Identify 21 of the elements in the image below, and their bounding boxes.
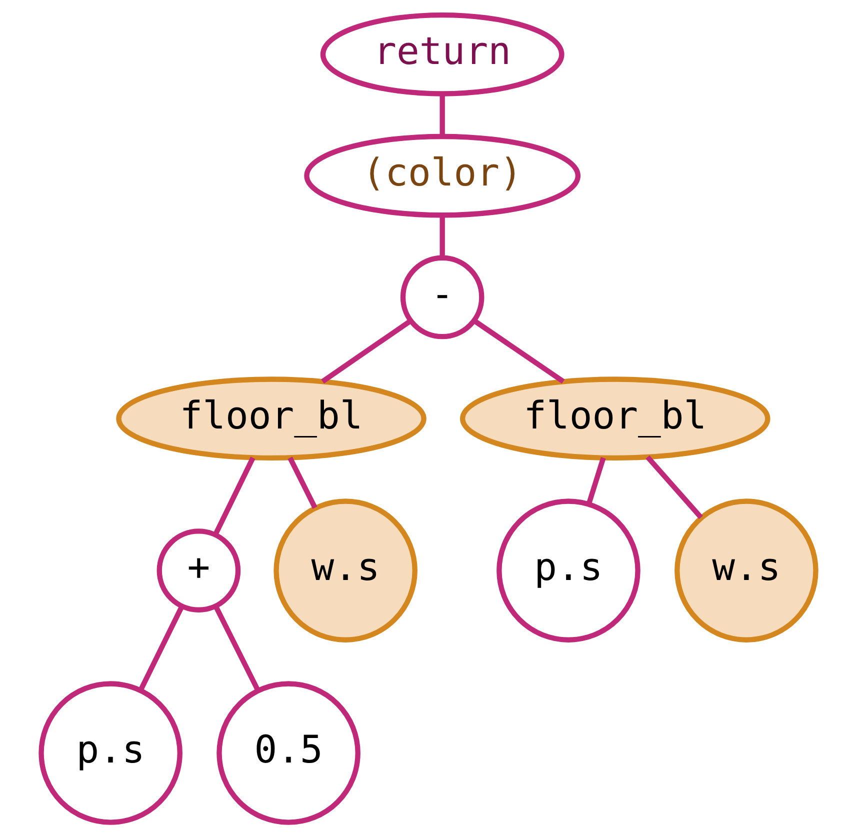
node-ellipse: floor_bl xyxy=(460,376,770,461)
connector xyxy=(472,318,565,384)
connector xyxy=(213,604,260,692)
connector xyxy=(440,216,445,258)
node-circle: - xyxy=(400,255,484,340)
connector xyxy=(288,456,318,509)
node-circle: p.s xyxy=(496,498,640,642)
connector xyxy=(646,455,703,520)
node-ellipse: (color) xyxy=(304,134,581,218)
connector xyxy=(212,456,256,536)
connector xyxy=(586,457,606,504)
connector xyxy=(321,318,412,384)
node-ellipse: return xyxy=(320,12,564,96)
node-circle: w.s xyxy=(674,498,818,642)
node-circle: + xyxy=(156,528,241,612)
node-circle: 0.5 xyxy=(216,681,360,825)
node-circle: p.s xyxy=(38,681,182,825)
connector xyxy=(440,94,445,136)
node-circle: w.s xyxy=(274,498,418,642)
connector xyxy=(138,606,184,692)
node-ellipse: floor_bl xyxy=(116,376,426,461)
